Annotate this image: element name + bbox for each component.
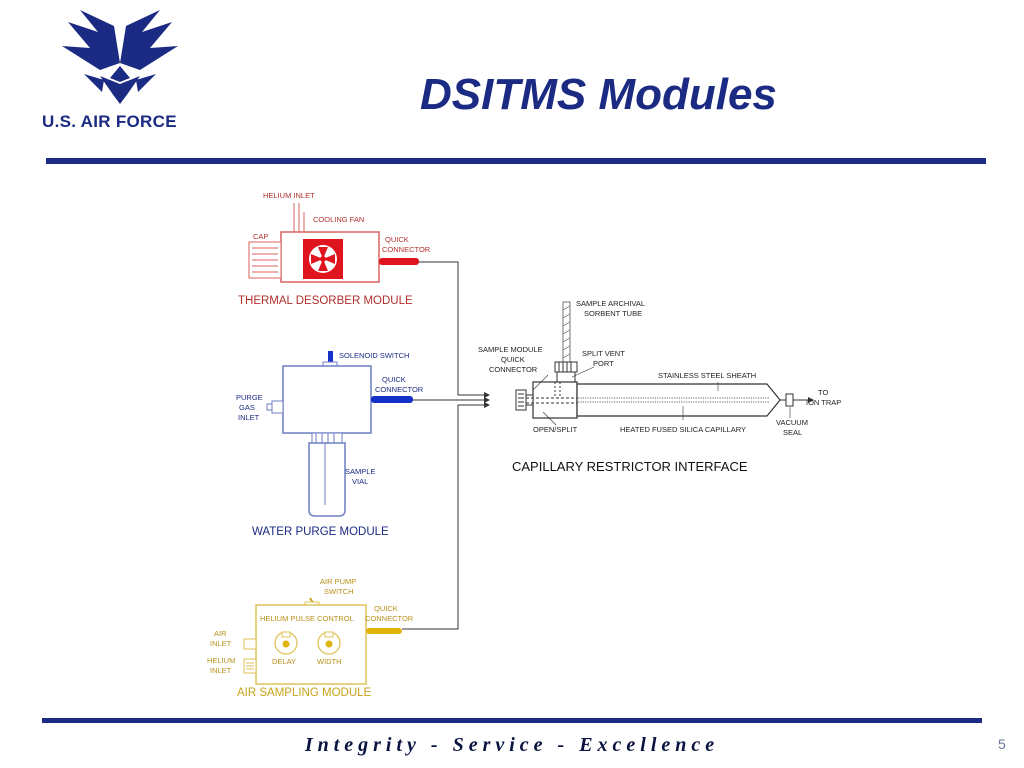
thermal-quick-label: QUICK bbox=[385, 235, 409, 244]
thermal-cap-label: CAP bbox=[253, 232, 268, 241]
thermal-helium-inlet-label: HELIUM INLET bbox=[263, 191, 315, 200]
helium-pulse-control-label: HELIUM PULSE CONTROL bbox=[260, 614, 354, 623]
page-number: 5 bbox=[998, 736, 1006, 752]
air-force-wings-logo bbox=[62, 10, 178, 104]
thermal-connector-label: CONNECTOR bbox=[382, 245, 431, 254]
heated-capillary-label: HEATED FUSED SILICA CAPILLARY bbox=[620, 425, 746, 434]
vacuum-label: VACUUM bbox=[776, 418, 808, 427]
air-quick-connector bbox=[366, 628, 402, 634]
capillary-restrictor-interface: SAMPLE ARCHIVAL SORBENT TUBE SAMPLE MODU… bbox=[478, 299, 841, 474]
thermal-module-title: THERMAL DESORBER MODULE bbox=[238, 295, 413, 307]
thermal-quick-connector bbox=[379, 258, 419, 265]
purge-label: PURGE bbox=[236, 393, 263, 402]
seal-label: SEAL bbox=[783, 428, 802, 437]
delay-label: DELAY bbox=[272, 657, 296, 666]
water-quick-label: QUICK bbox=[382, 375, 406, 384]
gas-label: GAS bbox=[239, 403, 255, 412]
sample-label: SAMPLE bbox=[345, 467, 375, 476]
connection-lines bbox=[402, 261, 490, 630]
to-label: TO bbox=[818, 388, 828, 397]
delay-knob bbox=[274, 631, 298, 655]
air-force-wordmark: U.S. AIR FORCE bbox=[42, 112, 177, 131]
water-module-title: WATER PURGE MODULE bbox=[252, 526, 389, 538]
air-sampling-module: AIR PUMP SWITCH QUICK HELIUM PULSE CONTR… bbox=[207, 577, 414, 699]
solenoid-switch-label: SOLENOID SWITCH bbox=[339, 351, 409, 360]
footer-divider bbox=[42, 718, 982, 723]
sample-vial bbox=[308, 442, 346, 517]
air-connector-label: CONNECTOR bbox=[365, 614, 414, 623]
header-divider bbox=[46, 158, 986, 164]
footer-motto: Integrity - Service - Excellence bbox=[304, 734, 720, 756]
solenoid-switch bbox=[328, 351, 333, 363]
air-pump-label: AIR PUMP bbox=[320, 577, 356, 586]
port-label: PORT bbox=[593, 359, 614, 368]
split-vent-label: SPLIT VENT bbox=[582, 349, 625, 358]
open-split-label: OPEN/SPLIT bbox=[533, 425, 578, 434]
width-knob bbox=[317, 631, 341, 655]
sorbent-tube-label: SORBENT TUBE bbox=[584, 309, 642, 318]
air-module-title: AIR SAMPLING MODULE bbox=[237, 687, 372, 699]
capillary-connector-label: CONNECTOR bbox=[489, 365, 538, 374]
air-pump-switch-label: SWITCH bbox=[324, 587, 354, 596]
inlet-label: INLET bbox=[238, 413, 260, 422]
sample-module-label: SAMPLE MODULE bbox=[478, 345, 543, 354]
ion-trap-label: ION TRAP bbox=[806, 398, 841, 407]
helium-inlet-label-2: INLET bbox=[210, 666, 232, 675]
capillary-interface-title: CAPILLARY RESTRICTOR INTERFACE bbox=[512, 459, 748, 474]
sample-archival-label: SAMPLE ARCHIVAL bbox=[576, 299, 645, 308]
page-title: DSITMS Modules bbox=[420, 70, 777, 119]
capillary-quick-label: QUICK bbox=[501, 355, 525, 364]
thermal-cooling-fan-label: COOLING FAN bbox=[313, 215, 364, 224]
water-connector-label: CONNECTOR bbox=[375, 385, 424, 394]
helium-inlet-label-1: HELIUM bbox=[207, 656, 235, 665]
air-inlet-label-1: AIR bbox=[214, 629, 227, 638]
cooling-fan-icon bbox=[303, 239, 343, 279]
water-purge-module: SOLENOID SWITCH QUICK CONNECTOR PURGE GA… bbox=[236, 351, 424, 538]
vial-label: VIAL bbox=[352, 477, 368, 486]
stainless-steel-sheath-label: STAINLESS STEEL SHEATH bbox=[658, 371, 756, 380]
width-label: WIDTH bbox=[317, 657, 342, 666]
thermal-desorber-module: HELIUM INLET COOLING FAN CAP QUICK CONNE… bbox=[238, 191, 431, 307]
water-quick-connector bbox=[371, 396, 413, 403]
air-quick-label: QUICK bbox=[374, 604, 398, 613]
air-inlet-label-2: INLET bbox=[210, 639, 232, 648]
